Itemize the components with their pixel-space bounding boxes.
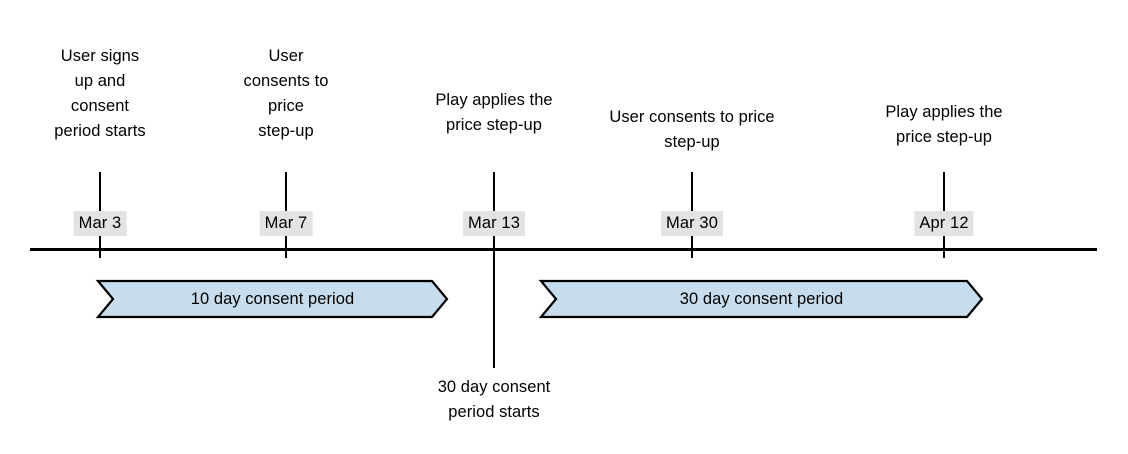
period-banner-1: 10 day consent period	[95, 279, 449, 319]
date-chip-mar-3: Mar 3	[73, 211, 127, 236]
period-banner-2: 30 day consent period	[538, 279, 984, 319]
date-chip-mar-13: Mar 13	[463, 211, 525, 236]
date-chip-mar-7: Mar 7	[259, 211, 313, 236]
event-label-apr-12: Play applies the price step-up	[885, 103, 1003, 146]
chevron-icon	[538, 279, 984, 319]
date-chip-mar-30: Mar 30	[661, 211, 723, 236]
event-label-mar-30: User consents to price step-up	[609, 108, 775, 151]
tick-mark-mar-13	[493, 172, 495, 368]
date-chip-apr-12: Apr 12	[914, 211, 974, 236]
event-label-mar-13: Play applies the price step-up	[435, 91, 553, 134]
below-axis-label-1: 30 day consent period starts	[437, 378, 551, 421]
timeline-axis	[30, 248, 1097, 251]
chevron-icon	[95, 279, 449, 319]
event-label-mar-3: User signs up and consent period starts	[54, 47, 146, 140]
event-label-mar-7: User consents to price step-up	[243, 47, 329, 140]
